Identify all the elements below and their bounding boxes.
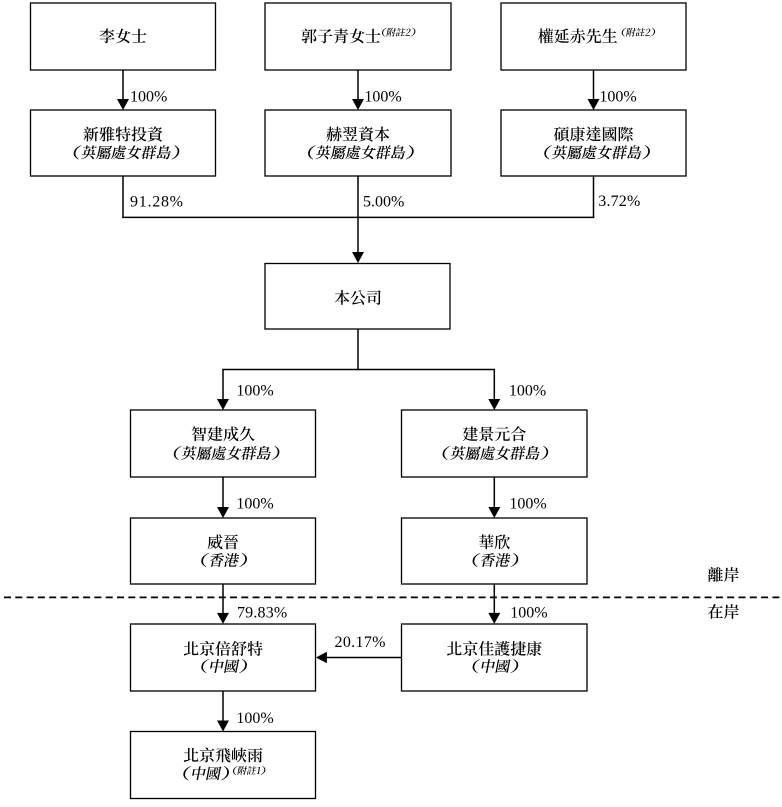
- svg-text:100%: 100%: [236, 382, 273, 399]
- svg-text:100%: 100%: [236, 710, 273, 727]
- svg-text:100%: 100%: [236, 495, 273, 512]
- svg-text:100%: 100%: [599, 88, 636, 105]
- svg-text:100%: 100%: [130, 88, 167, 105]
- svg-text:100%: 100%: [509, 495, 546, 512]
- svg-text:79.83%: 79.83%: [237, 604, 287, 621]
- svg-text:5.00%: 5.00%: [363, 193, 404, 210]
- svg-text:100%: 100%: [510, 604, 547, 621]
- svg-text:20.17%: 20.17%: [335, 634, 386, 651]
- svg-text:3.72%: 3.72%: [598, 193, 640, 210]
- svg-text:100%: 100%: [364, 88, 401, 105]
- svg-text:91.28%: 91.28%: [130, 193, 183, 210]
- svg-text:100%: 100%: [509, 382, 546, 399]
